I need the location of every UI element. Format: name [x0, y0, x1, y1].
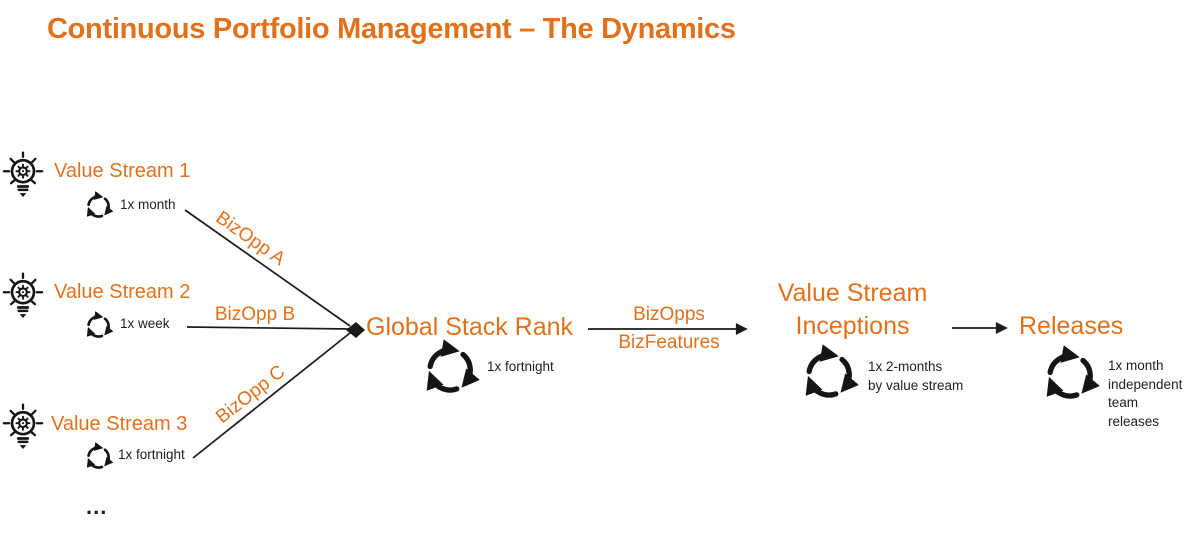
value-stream-inceptions-title: Value Stream Inceptions	[777, 279, 928, 340]
cycle-arrows-icon	[83, 311, 114, 347]
value-stream-2-label: Value Stream 2	[54, 281, 191, 303]
flow-label-bizopps-bizfeatures: BizOpps BizFeatures	[604, 301, 734, 357]
inceptions-cadence: 1x 2-months by value stream	[868, 359, 964, 393]
value-stream-1-cadence: 1x month	[120, 197, 176, 212]
lightbulb-gear-icon	[2, 272, 44, 327]
cycle-arrows-icon	[419, 339, 481, 406]
global-stack-rank-cadence: 1x fortnight	[487, 359, 554, 374]
value-stream-2-cadence: 1x week	[120, 316, 170, 331]
bizopp-a-label: BizOpp A	[211, 207, 289, 270]
value-stream-1-label: Value Stream 1	[54, 160, 191, 182]
converge-arrowhead	[346, 322, 365, 338]
flow-label-top: BizOpps	[633, 304, 705, 325]
releases-cadence: 1x month independent team releases	[1108, 358, 1183, 429]
bizopp-b-label: BizOpp B	[214, 304, 296, 325]
value-stream-3-cadence: 1x fortnight	[118, 447, 185, 462]
more-streams-ellipsis: ...	[86, 494, 108, 519]
cycle-arrows-icon	[83, 191, 114, 227]
releases-title: Releases	[1019, 312, 1124, 340]
flow-label-bottom: BizFeatures	[618, 332, 720, 353]
cycle-arrows-icon	[83, 442, 114, 478]
cycle-arrows-icon	[1039, 345, 1101, 412]
global-stack-rank-title: Global Stack Rank	[366, 313, 574, 341]
lightbulb-gear-icon	[2, 151, 44, 206]
page-title: Continuous Portfolio Management – The Dy…	[47, 13, 736, 45]
cycle-arrows-icon	[798, 344, 860, 411]
bizopp-b-line	[186, 326, 351, 330]
bizopp-c-line	[192, 332, 351, 459]
value-stream-3-label: Value Stream 3	[51, 413, 188, 435]
lightbulb-gear-icon	[2, 403, 44, 458]
bizopp-c-label: BizOpp C	[212, 361, 290, 428]
